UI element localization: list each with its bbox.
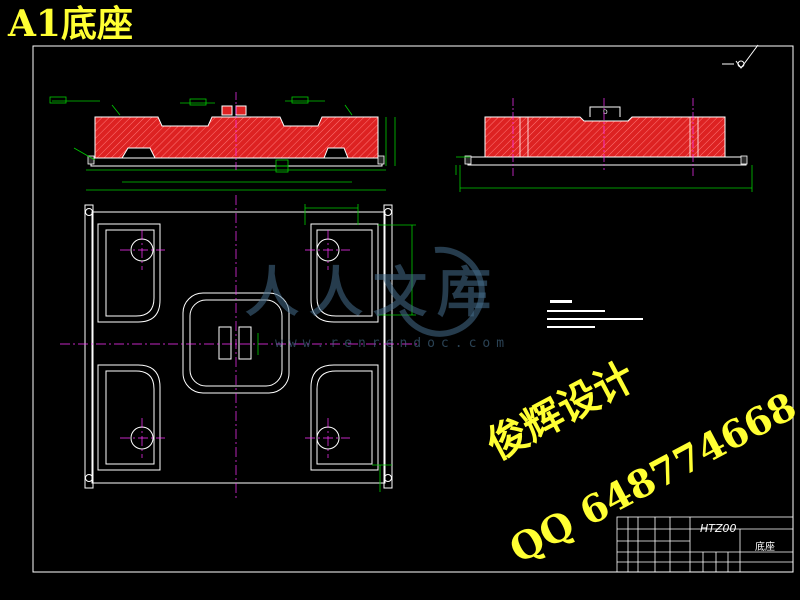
technical-notes <box>547 300 643 328</box>
watermark-brand: 人人文库 <box>245 261 501 324</box>
roughness-symbol <box>722 44 759 69</box>
watermark-url: www.renrendoc.com <box>275 336 511 351</box>
side-section-view: D <box>455 98 753 192</box>
page-title: A1底座 <box>8 3 133 45</box>
watermark-logo <box>399 246 485 337</box>
title-block <box>616 516 794 573</box>
drawing-frame <box>32 45 794 573</box>
title-block-part-name: 底座 <box>755 542 775 553</box>
title-block-code: HTZ00 <box>700 522 737 535</box>
plan-view <box>60 195 420 500</box>
svg-text:D: D <box>603 109 608 116</box>
front-section-view <box>49 92 396 191</box>
